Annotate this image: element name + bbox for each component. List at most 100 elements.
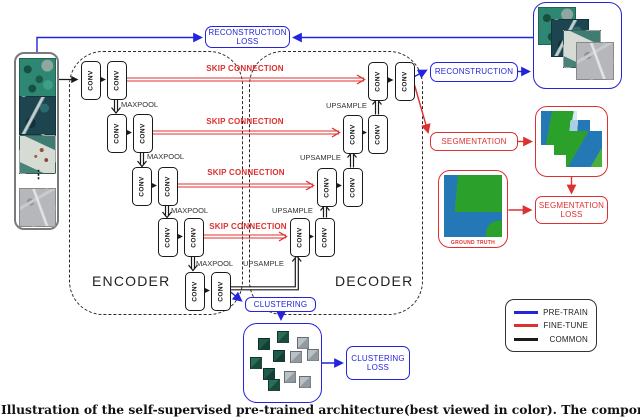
bottleneck-conv-a: CONV xyxy=(185,272,205,311)
encoder-conv-3a: CONV xyxy=(132,167,152,206)
input-image-4 xyxy=(19,188,56,227)
maxpool-label-2: MAXPOOL xyxy=(147,151,185,161)
figure-caption: Illustration of the self-supervised pre-… xyxy=(1,402,640,417)
decoder-conv-2b: CONV xyxy=(368,115,388,154)
encoder-conv-1b: CONV xyxy=(107,61,127,100)
common-arrows xyxy=(59,75,394,295)
pretrain-arrows xyxy=(36,32,533,368)
upsample-label-3: UPSAMPLE xyxy=(272,205,313,215)
cluster-image xyxy=(297,337,309,349)
encoder-conv-2b: CONV xyxy=(133,114,153,153)
finetune-line-swatch xyxy=(514,324,538,327)
legend-row-pretrain: PRE-TRAIN xyxy=(514,308,588,317)
legend-label-common: COMMON xyxy=(549,334,588,344)
ground-truth-label: GROUND TRUTH xyxy=(450,240,496,246)
legend-row-common: COMMON xyxy=(514,335,588,344)
maxpool-label-3: MAXPOOL xyxy=(171,206,209,215)
conv-label: CONV xyxy=(401,71,409,92)
conv-label: CONV xyxy=(87,70,95,91)
segmentation-label: SEGMENTATION xyxy=(441,136,507,146)
clustering-box: CLUSTERING xyxy=(245,297,316,312)
skip-connection-arrows xyxy=(126,74,366,242)
conv-label: CONV xyxy=(374,71,382,92)
segmentation-loss-box: SEGMENTATION LOSS xyxy=(535,196,608,224)
skip-connection-label-1: SKIP CONNECTION xyxy=(206,64,284,73)
input-stack-ellipsis: ⋮ xyxy=(33,169,44,181)
reconstruction-loss-line1: RECONSTRUCTION xyxy=(208,27,287,37)
legend-label-pretrain: PRE-TRAIN xyxy=(543,307,588,317)
conv-label: CONV xyxy=(349,177,357,198)
segmentation-loss-line1: SEGMENTATION xyxy=(538,200,605,210)
decoder-conv-3b: CONV xyxy=(343,168,363,207)
reconstructed-image-4 xyxy=(576,42,614,80)
conv-label: CONV xyxy=(190,227,198,248)
encoder-label: ENCODER xyxy=(92,273,171,289)
input-image-2 xyxy=(19,96,56,135)
conv-label: CONV xyxy=(138,176,146,197)
cluster-image xyxy=(277,331,289,343)
cluster-image xyxy=(290,351,302,363)
cluster-image xyxy=(307,349,319,361)
common-line-swatch xyxy=(514,337,538,341)
decoder-conv-4b: CONV xyxy=(315,218,335,257)
encoder-conv-4b: CONV xyxy=(184,218,204,257)
decoder-conv-4a: CONV xyxy=(290,218,310,257)
conv-label: CONV xyxy=(191,281,199,302)
segmentation-loss-line2: LOSS xyxy=(560,210,583,219)
encoder-conv-4a: CONV xyxy=(158,218,178,257)
decoder-conv-2a: CONV xyxy=(343,115,363,154)
cluster-image xyxy=(250,357,262,369)
reconstruction-loss-line2: LOSS xyxy=(236,37,259,46)
segmentation-map-3 xyxy=(566,131,602,167)
encoder-conv-1a: CONV xyxy=(81,61,101,100)
clustering-loss-line1: CLUSTERING xyxy=(351,353,405,363)
input-image-3 xyxy=(19,135,56,174)
skip-connection-label-4: SKIP CONNECTION xyxy=(209,222,287,231)
skip-connection-label-3: SKIP CONNECTION xyxy=(207,168,285,177)
cluster-image xyxy=(268,379,280,391)
bottleneck-conv-b: CONV xyxy=(211,272,231,311)
maxpool-label-1: MAXPOOL xyxy=(121,100,159,109)
upsample-label-1: UPSAMPLE xyxy=(326,101,367,110)
decoder-region-outline xyxy=(249,51,423,315)
cluster-image xyxy=(258,338,270,350)
clustering-loss-line2: LOSS xyxy=(366,363,390,372)
conv-label: CONV xyxy=(113,70,121,91)
ground-truth-map xyxy=(444,175,502,237)
decoder-label: DECODER xyxy=(335,273,414,289)
conv-label: CONV xyxy=(113,123,121,144)
conv-label: CONV xyxy=(321,227,329,248)
cluster-image xyxy=(284,371,296,383)
clustering-label: CLUSTERING xyxy=(253,299,308,309)
conv-label: CONV xyxy=(323,177,331,198)
maxpool-label-4: MAXPOOL xyxy=(196,259,234,268)
cluster-image xyxy=(299,376,311,388)
reconstruction-label: RECONSTRUCTION xyxy=(434,67,514,77)
conv-label: CONV xyxy=(374,124,382,145)
decoder-conv-1a: CONV xyxy=(368,62,388,101)
legend-label-finetune: FINE-TUNE xyxy=(543,321,588,330)
conv-label: CONV xyxy=(139,123,147,144)
reconstruction-loss-box: RECONSTRUCTION LOSS xyxy=(205,26,290,48)
cluster-image xyxy=(273,350,285,362)
decoder-conv-3a: CONV xyxy=(317,168,337,207)
upsample-label-2: UPSAMPLE xyxy=(300,152,341,162)
upsample-label-4: UPSAMPLE xyxy=(243,259,284,268)
encoder-conv-3b: CONV xyxy=(158,167,178,206)
conv-label: CONV xyxy=(296,227,304,248)
finetune-arrows xyxy=(412,81,577,215)
reconstruction-box: RECONSTRUCTION xyxy=(430,62,518,82)
encoder-region-outline xyxy=(69,51,243,315)
pretrain-line-swatch xyxy=(514,310,538,314)
conv-label: CONV xyxy=(164,227,172,248)
conv-label: CONV xyxy=(217,281,225,302)
conv-label: CONV xyxy=(349,124,357,145)
input-image-1 xyxy=(19,58,56,97)
skip-connection-label-2: SKIP CONNECTION xyxy=(206,117,284,126)
legend: PRE-TRAIN FINE-TUNE COMMON xyxy=(505,299,597,352)
decoder-conv-1b: CONV xyxy=(395,62,415,101)
encoder-conv-2a: CONV xyxy=(107,114,127,153)
clustering-loss-box: CLUSTERING LOSS xyxy=(346,346,410,380)
segmentation-box: SEGMENTATION xyxy=(430,132,518,151)
